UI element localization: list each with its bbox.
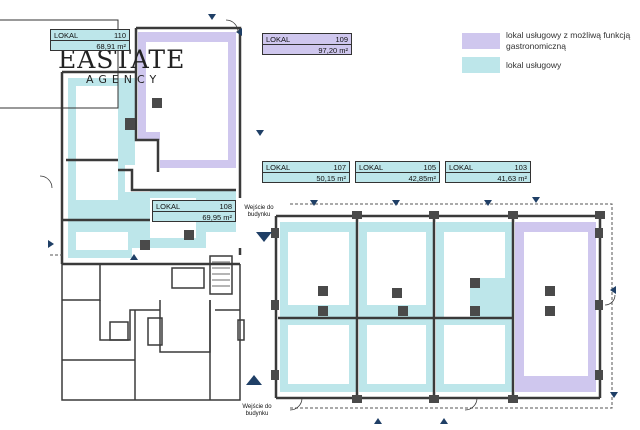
unit-tag-108[interactable]: LOKAL 108 69,95 m²: [152, 200, 236, 222]
unit-tag-103[interactable]: LOKAL 103 41,63 m²: [445, 161, 531, 183]
columns: [125, 98, 605, 403]
unit-area: 41,63 m²: [497, 174, 527, 183]
unit-label: LOKAL: [449, 163, 474, 172]
unit-number: 109: [335, 35, 348, 44]
unit-number: 105: [423, 163, 436, 172]
unit-label: LOKAL: [359, 163, 384, 172]
unit-label: LOKAL: [266, 163, 291, 172]
unit-area: 68,91 m²: [96, 42, 126, 51]
walls: [60, 26, 602, 400]
legend-text-service: lokal usługowy: [506, 60, 562, 70]
unit-area: 69,95 m²: [202, 213, 232, 222]
legend-swatch-service: [462, 57, 500, 73]
unit-tag-105[interactable]: LOKAL 105 42,85m²: [355, 161, 440, 183]
unit-tag-107[interactable]: LOKAL 107 50,15 m²: [262, 161, 350, 183]
unit-number: 110: [114, 31, 126, 40]
legend-swatch-gastro: [462, 33, 500, 49]
entrance-label-upper: Wejście do budynku: [244, 205, 274, 218]
logo-sub-text: AGENCY: [86, 73, 162, 86]
unit-label: LOKAL: [54, 31, 79, 40]
legend-text-gastro: lokal usługowy z możliwą funkcją gastron…: [506, 30, 631, 51]
unit-label: LOKAL: [266, 35, 291, 44]
unit-area: 42,85m²: [408, 174, 436, 183]
unit-number: 108: [219, 202, 232, 211]
unit-area: 97,20 m²: [318, 46, 348, 55]
unit-label: LOKAL: [156, 202, 181, 211]
entrance-label-lower: Wejście do budynku: [242, 404, 272, 417]
unit-tag-109[interactable]: LOKAL 109 97,20 m²: [262, 33, 352, 55]
unit-tag-110[interactable]: LOKAL 110 68,91 m²: [50, 29, 130, 51]
unit-area: 50,15 m²: [316, 174, 346, 183]
unit-number: 107: [333, 163, 346, 172]
entry-arrows: [48, 14, 618, 424]
unit-number: 103: [514, 163, 527, 172]
logo-lines: [0, 19, 119, 109]
